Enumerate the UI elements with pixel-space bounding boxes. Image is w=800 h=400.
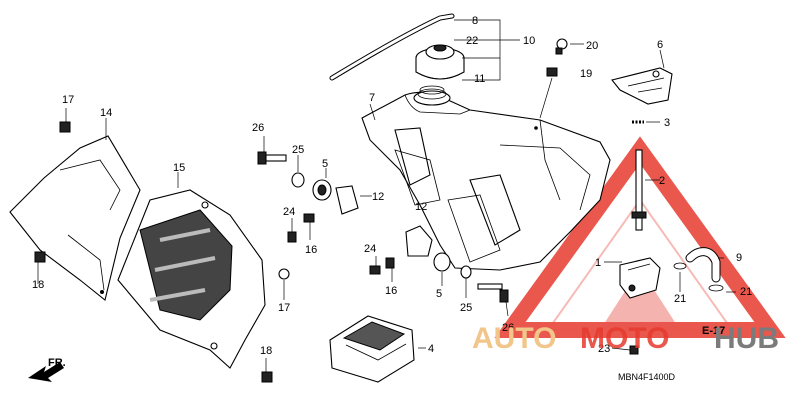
leader-lines [37,19,736,372]
callout-6: 6 [657,39,663,51]
callout-9: 9 [736,252,742,264]
fuel-cap-assembly [415,44,465,80]
watermark-text: AUTO MOTO HUB [472,322,779,355]
callout-11: 11 [474,73,485,85]
callout-26-bottom: 26 [502,322,514,334]
callout-25-top: 25 [292,144,304,156]
bolt-18-left [34,251,46,263]
watermark-moto: MOTO [580,322,669,355]
callout-19: 19 [580,68,592,80]
callout-21-left: 21 [674,293,686,305]
bolt-17-top [59,121,71,133]
callout-17-top: 17 [62,94,74,106]
fuel-breather-hose [329,13,455,81]
bolt-18-bottom [261,371,273,383]
callout-16-top: 16 [305,244,317,256]
callout-26-top: 26 [252,122,264,134]
side-shroud-15 [117,189,266,369]
callout-4: 4 [428,343,434,355]
bolt-20 [555,38,568,55]
callout-5-top: 5 [322,158,328,170]
callout-7: 7 [369,92,375,104]
callout-2: 2 [659,175,665,187]
lower-mount-hardware [369,225,509,303]
watermark-auto: AUTO [472,322,556,355]
stay-bracket-6 [611,67,673,105]
callout-23: 23 [598,343,610,355]
front-direction-arrow: FR. [28,357,66,382]
callout-14: 14 [100,107,112,119]
fuel-tank [361,85,611,271]
callout-1: 1 [595,257,601,269]
watermark-hub: HUB [714,322,779,355]
radiator-shroud-14 [9,135,141,301]
callout-24-bottom: 24 [364,243,376,255]
upper-mount-hardware [257,151,359,243]
hose-clips-21 [673,262,724,292]
section-reference: E-17 [702,325,725,337]
bolt-17-right [278,268,290,280]
callout-16-bottom: 16 [385,285,397,297]
drawing-code: MBN4F1400D [618,372,676,382]
callout-24-top: 24 [283,206,295,218]
direction-label: FR. [48,357,66,369]
callout-3: 3 [664,117,670,129]
callout-5-bottom: 5 [436,288,442,300]
callout-labels: 8 22 10 11 20 19 6 3 7 17 14 15 26 25 5 … [32,15,752,357]
callout-17-right: 17 [278,302,290,314]
fuel-hose-9 [685,247,721,283]
grommet-19 [546,67,558,77]
callout-10: 10 [523,35,535,47]
callout-15: 15 [173,162,185,174]
callout-18-left: 18 [32,279,44,291]
callout-8: 8 [472,15,478,27]
callout-25-bottom: 25 [460,302,472,314]
rubber-mount-4 [329,315,415,383]
fuel-valve-assembly [619,149,661,299]
callout-12-side: 12 [372,191,384,203]
callout-18-bottom: 18 [260,345,272,357]
callout-21-right: 21 [740,286,752,298]
callout-22: 22 [466,35,478,47]
callout-20: 20 [586,40,598,52]
callout-12-tank: 12 [415,201,427,213]
